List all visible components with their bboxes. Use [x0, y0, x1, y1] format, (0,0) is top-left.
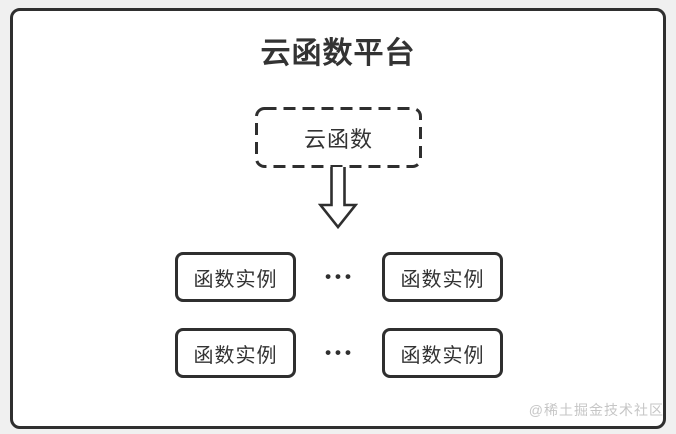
ellipsis: ••• [325, 267, 355, 286]
function-instance-label: 函数实例 [400, 268, 485, 291]
function-instance-label: 函数实例 [193, 344, 278, 367]
ellipsis: ••• [325, 343, 355, 362]
down-arrow-icon [318, 167, 358, 230]
function-instance-node: 函数实例 [175, 328, 296, 378]
dashed-border [255, 107, 422, 168]
diagram-title: 云函数平台 [260, 37, 416, 70]
cloud-function-label: 云函数 [303, 126, 373, 152]
function-instance-node: 函数实例 [175, 252, 296, 302]
function-instance-node: 函数实例 [382, 252, 503, 302]
function-instance-label: 函数实例 [400, 344, 485, 367]
watermark: @稀土掘金技术社区 [528, 402, 664, 418]
function-instance-node: 函数实例 [382, 328, 503, 378]
cloud-function-node: 云函数 [255, 107, 422, 168]
function-instance-label: 函数实例 [193, 268, 278, 291]
